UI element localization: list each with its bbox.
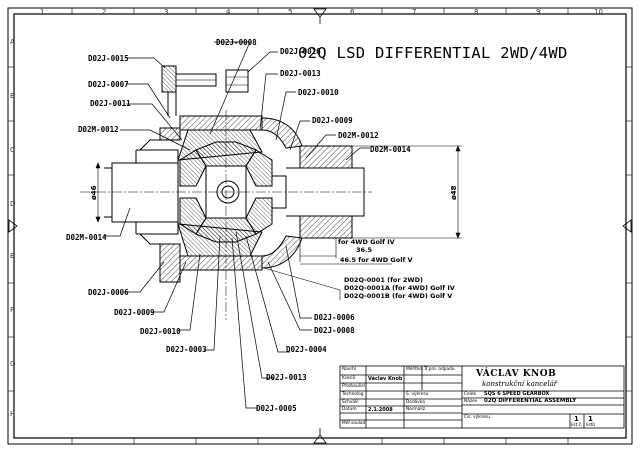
drawing-title: 02Q LSD DIFFERENTIAL 2WD/4WD — [298, 44, 568, 62]
tb-label-meritko: Měřítko — [406, 367, 422, 372]
callout-d02j-0015: D02J-0015 — [88, 54, 129, 63]
bolt-assembly — [161, 65, 249, 116]
tb-label-cis-vykresu: Čís. výkresu — [464, 415, 491, 420]
dimension-golf4-value: 36.5 — [356, 246, 373, 254]
grid-row-c: C — [10, 146, 15, 154]
left-hub — [104, 139, 179, 245]
grid-row-g: G — [10, 360, 16, 368]
outer-frame — [7, 7, 633, 445]
callout-d02j-0013: D02J-0013 — [280, 69, 321, 78]
callout-d02j-0005: D02J-0005 — [256, 404, 297, 413]
tb-label-mer-soulad: Měř.soulad — [342, 421, 366, 426]
tb-date: 2.1.2008 — [368, 407, 393, 413]
dimension-golf5-label: 46.5 for 4WD Golf V — [340, 256, 413, 264]
tb-label-schvalil: Schválil — [342, 400, 359, 405]
dimension-left-diameter: ø46 — [90, 185, 98, 200]
tb-label-navrhl: Navrhl — [342, 367, 356, 372]
tb-brand-sub: konstrukční kancelář — [482, 380, 558, 388]
grid-col-2: 2 — [102, 8, 107, 16]
tb-label-normaliz: Normaliz. — [406, 407, 427, 412]
tb-label-technolog: Technolog — [342, 392, 364, 397]
grid-col-5: 5 — [288, 8, 293, 16]
part-ref-4wd-golf5: D02Q-0001B (for 4WD) Golf V — [344, 292, 453, 300]
tb-label-celek: Celek — [464, 392, 476, 397]
tb-sheet-no: 1 — [574, 415, 579, 423]
callout-d02j-0008: D02J-0008 — [216, 38, 257, 47]
tb-label-trida-odpadu: Tř.pro. odpadu — [424, 367, 455, 372]
tb-sheet-total-label: listů — [586, 423, 596, 428]
tb-sheet-total: 1 — [588, 415, 593, 423]
callout-d02m-0012: D02M-0012 — [78, 125, 119, 134]
tb-brand: VÁCLAV KNOB — [476, 369, 557, 379]
callout-d02j-0006-right: D02J-0006 — [314, 313, 355, 322]
tb-label-datum: Datum — [342, 407, 357, 412]
callout-d02m-0014-left: D02M-0014 — [66, 233, 107, 242]
callout-d02j-0008-lower: D02J-0008 — [314, 326, 355, 335]
tb-label-nazev: Název — [464, 399, 478, 404]
tb-label-prezkousel: Přezkoušel — [342, 384, 365, 389]
grid-row-f: F — [10, 306, 15, 314]
callout-d02m-0012-right: D02M-0012 — [338, 131, 379, 140]
part-ref-2wd: D02Q-0001 (for 2WD) — [344, 276, 423, 284]
callout-d02j-0007: D02J-0007 — [88, 80, 129, 89]
grid-col-8: 8 — [474, 8, 479, 16]
leader-lines — [104, 41, 370, 409]
callout-d02j-0009-lower: D02J-0009 — [114, 308, 155, 317]
grid-col-9: 9 — [536, 8, 541, 16]
tb-label-s-vykresu: S. výkresu — [406, 392, 429, 397]
dimension-right-diameter: ø48 — [450, 185, 458, 200]
grid-row-b: B — [10, 92, 15, 100]
tb-drawn-by: Václav Knob — [368, 376, 403, 382]
callout-d02j-0016: D02J-0016 — [280, 47, 321, 56]
callout-d02j-0009: D02J-0009 — [312, 116, 353, 125]
grid-col-6: 6 — [350, 8, 355, 16]
tb-desc-assembly: 02Q DIFFERENTIAL ASSEMBLY — [484, 398, 577, 404]
tb-label-kreslil: Kreslil — [342, 376, 355, 381]
callout-d02j-0011: D02J-0011 — [90, 99, 131, 108]
tb-label-dodavka: Dodávka — [406, 400, 425, 405]
tb-sheet-no-label: list č. — [571, 423, 583, 428]
callout-d02j-0006-left: D02J-0006 — [88, 288, 129, 297]
inner-frame — [13, 13, 627, 439]
callout-d02j-0003: D02J-0003 — [166, 345, 207, 354]
callout-d02j-0010-lower: D02J-0010 — [140, 327, 181, 336]
dimension-lines — [95, 145, 462, 300]
grid-col-10: 10 — [594, 8, 603, 16]
grid-col-1: 1 — [40, 8, 45, 16]
callout-d02j-0004: D02J-0004 — [286, 345, 327, 354]
right-shaft — [272, 167, 365, 217]
grid-ticks — [8, 8, 632, 444]
grid-row-a: A — [10, 38, 15, 46]
dimension-golf4-label: for 4WD Golf IV — [338, 238, 395, 246]
grid-row-d: D — [10, 200, 16, 208]
callout-d02j-0010: D02J-0010 — [298, 88, 339, 97]
grid-col-4: 4 — [226, 8, 231, 16]
grid-col-7: 7 — [412, 8, 417, 16]
callout-d02j-0013-lower: D02J-0013 — [266, 373, 307, 382]
gear-set — [179, 141, 273, 243]
grid-row-e: E — [10, 252, 15, 260]
title-block-lines — [339, 365, 625, 429]
tb-desc-gearbox: SQS 6 SPEED GEARBOX — [484, 391, 550, 397]
grid-row-h: H — [10, 410, 16, 418]
grid-col-3: 3 — [164, 8, 169, 16]
callout-d02m-0014-right: D02M-0014 — [370, 145, 411, 154]
part-ref-4wd-golf4: D02Q-0001A (for 4WD) Golf IV — [344, 284, 455, 292]
centering-marks — [8, 8, 632, 444]
